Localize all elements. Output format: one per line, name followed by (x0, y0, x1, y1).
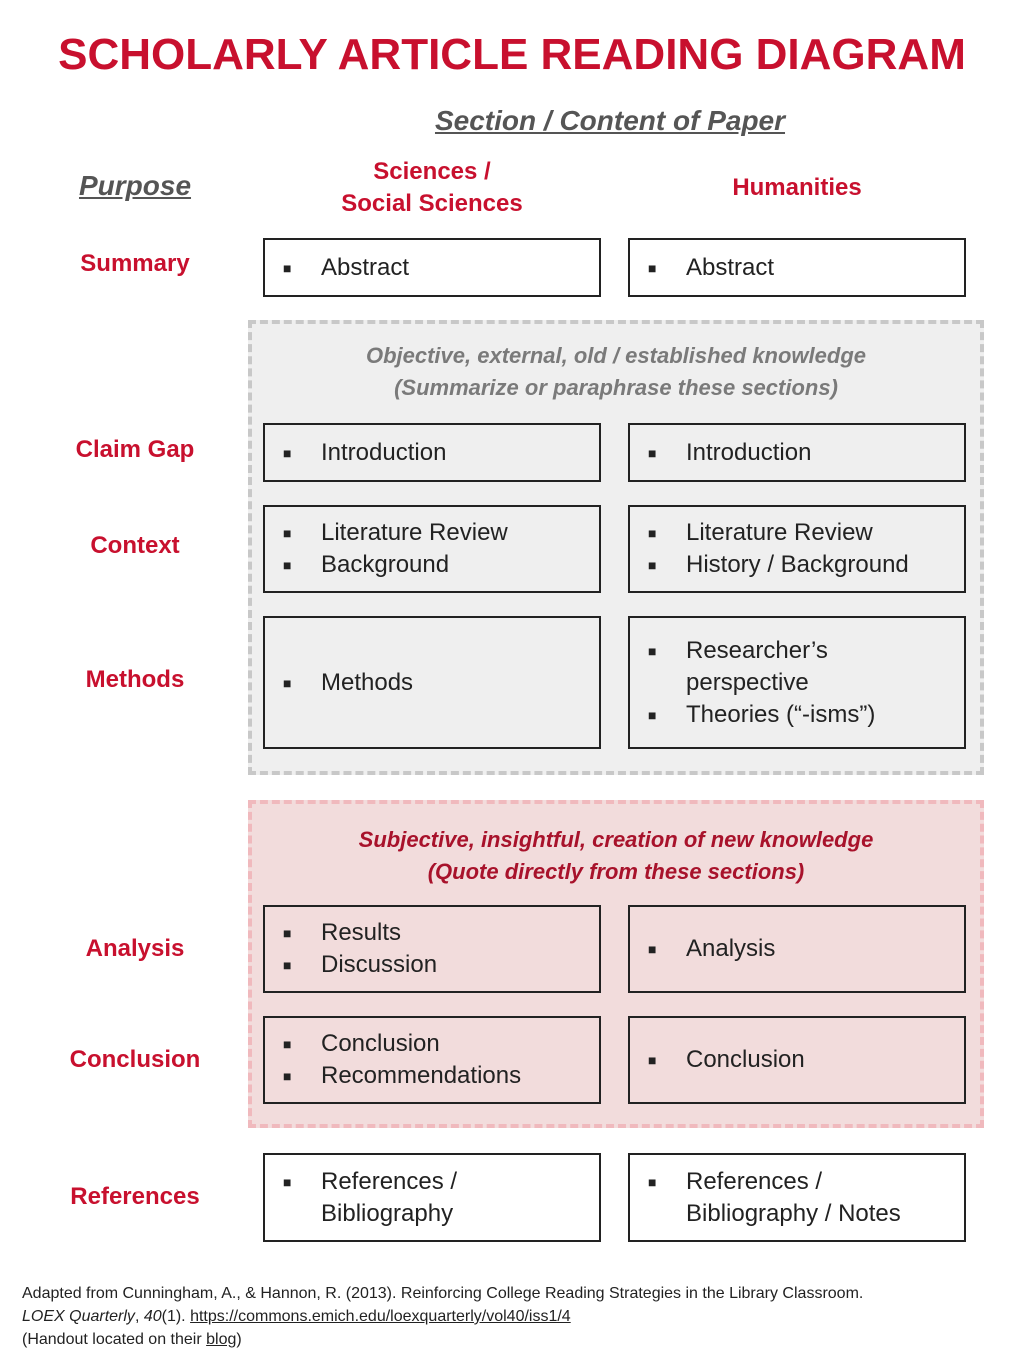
purpose-references: References (70, 1183, 200, 1210)
context-humanities-box: ■Literature Review ■History / Background (628, 505, 966, 593)
column-heading-humanities: Humanities (732, 174, 862, 201)
bullet-icon: ■ (283, 1036, 292, 1052)
list-item: ■Conclusion (283, 1028, 599, 1060)
bullet-icon: ■ (648, 557, 657, 573)
list-item: ■History / Background (648, 549, 964, 581)
bullet-icon: ■ (648, 1173, 657, 1190)
list-item: ■Introduction (648, 437, 964, 469)
summary-sciences-box: ■Abstract (263, 238, 601, 297)
list-item: ■Researcher’s perspective (648, 635, 964, 699)
bullet-icon: ■ (648, 444, 657, 461)
claim-gap-sciences-box: ■Introduction (263, 423, 601, 482)
purpose-context: Context (90, 532, 180, 559)
purpose-methods: Methods (85, 666, 185, 693)
bullet-icon: ■ (648, 1052, 657, 1068)
citation-line1: Adapted from Cunningham, A., & Hannon, R… (22, 1285, 864, 1302)
blog-link[interactable]: blog (206, 1331, 237, 1348)
bullet-icon: ■ (283, 259, 292, 276)
list-item: ■Introduction (283, 437, 599, 469)
purpose-claim-gap: Claim Gap (75, 436, 195, 463)
list-item: ■Abstract (648, 252, 964, 284)
list-item: ■Discussion (283, 949, 599, 981)
methods-humanities-box: ■Researcher’s perspective ■Theories (“-i… (628, 616, 966, 749)
list-item: ■Theories (“-isms”) (648, 699, 964, 731)
subjective-caption-line1: Subjective, insightful, creation of new … (358, 827, 874, 852)
bullet-icon: ■ (648, 525, 657, 541)
column-heading-sciences-line1: Sciences / (373, 158, 491, 185)
purpose-analysis: Analysis (85, 935, 185, 962)
bullet-icon: ■ (283, 525, 292, 541)
bullet-icon: ■ (648, 642, 657, 659)
list-item: ■Methods (283, 667, 599, 699)
list-item: ■Conclusion (648, 1044, 964, 1076)
purpose-conclusion: Conclusion (69, 1046, 201, 1073)
subjective-caption-line2: (Quote directly from these sections) (427, 859, 805, 884)
objective-caption-line1: Objective, external, old / established k… (365, 343, 867, 368)
subjective-knowledge-region (248, 800, 984, 1128)
list-item: ■Background (283, 549, 599, 581)
bullet-icon: ■ (283, 957, 292, 973)
references-sciences-box: ■References / Bibliography (263, 1153, 601, 1242)
analysis-sciences-box: ■Results ■Discussion (263, 905, 601, 993)
context-sciences-box: ■Literature Review ■Background (263, 505, 601, 593)
analysis-humanities-box: ■Analysis (628, 905, 966, 993)
list-item: ■Recommendations (283, 1060, 599, 1092)
bullet-icon: ■ (283, 444, 292, 461)
summary-humanities-box: ■Abstract (628, 238, 966, 297)
bullet-icon: ■ (283, 1173, 292, 1190)
purpose-heading: Purpose (78, 170, 192, 201)
bullet-icon: ■ (648, 941, 657, 957)
list-item: ■Literature Review (648, 517, 964, 549)
conclusion-sciences-box: ■Conclusion ■Recommendations (263, 1016, 601, 1104)
list-item: ■Analysis (648, 933, 964, 965)
subjective-knowledge-caption: Subjective, insightful, creation of new … (248, 824, 984, 888)
objective-knowledge-region (248, 320, 984, 775)
purpose-summary: Summary (80, 250, 190, 277)
citation-url-link[interactable]: https://commons.emich.edu/loexquarterly/… (190, 1308, 571, 1325)
objective-caption-line2: (Summarize or paraphrase these sections) (394, 375, 838, 400)
column-heading-sciences-line2: Social Sciences (341, 190, 523, 217)
list-item: ■References / Bibliography / Notes (648, 1166, 964, 1230)
list-item: ■References / Bibliography (283, 1166, 599, 1230)
bullet-icon: ■ (283, 925, 292, 941)
column-heading-sciences: Sciences / Social Sciences (263, 156, 601, 220)
page-title: SCHOLARLY ARTICLE READING DIAGRAM (58, 30, 966, 79)
list-item: ■Abstract (283, 252, 599, 284)
citation-line3: (Handout located on their blog) (22, 1331, 242, 1348)
bullet-icon: ■ (283, 1068, 292, 1084)
bullet-icon: ■ (283, 557, 292, 573)
citation-footer: Adapted from Cunningham, A., & Hannon, R… (22, 1282, 1012, 1351)
objective-knowledge-caption: Objective, external, old / established k… (248, 340, 984, 404)
section-heading: Section / Content of Paper (434, 105, 786, 136)
conclusion-humanities-box: ■Conclusion (628, 1016, 966, 1104)
list-item: ■Results (283, 917, 599, 949)
methods-sciences-box: ■Methods (263, 616, 601, 749)
bullet-icon: ■ (648, 259, 657, 276)
claim-gap-humanities-box: ■Introduction (628, 423, 966, 482)
citation-line2: LOEX Quarterly, 40(1). https://commons.e… (22, 1308, 571, 1325)
bullet-icon: ■ (648, 706, 657, 723)
bullet-icon: ■ (283, 674, 292, 691)
list-item: ■Literature Review (283, 517, 599, 549)
references-humanities-box: ■References / Bibliography / Notes (628, 1153, 966, 1242)
